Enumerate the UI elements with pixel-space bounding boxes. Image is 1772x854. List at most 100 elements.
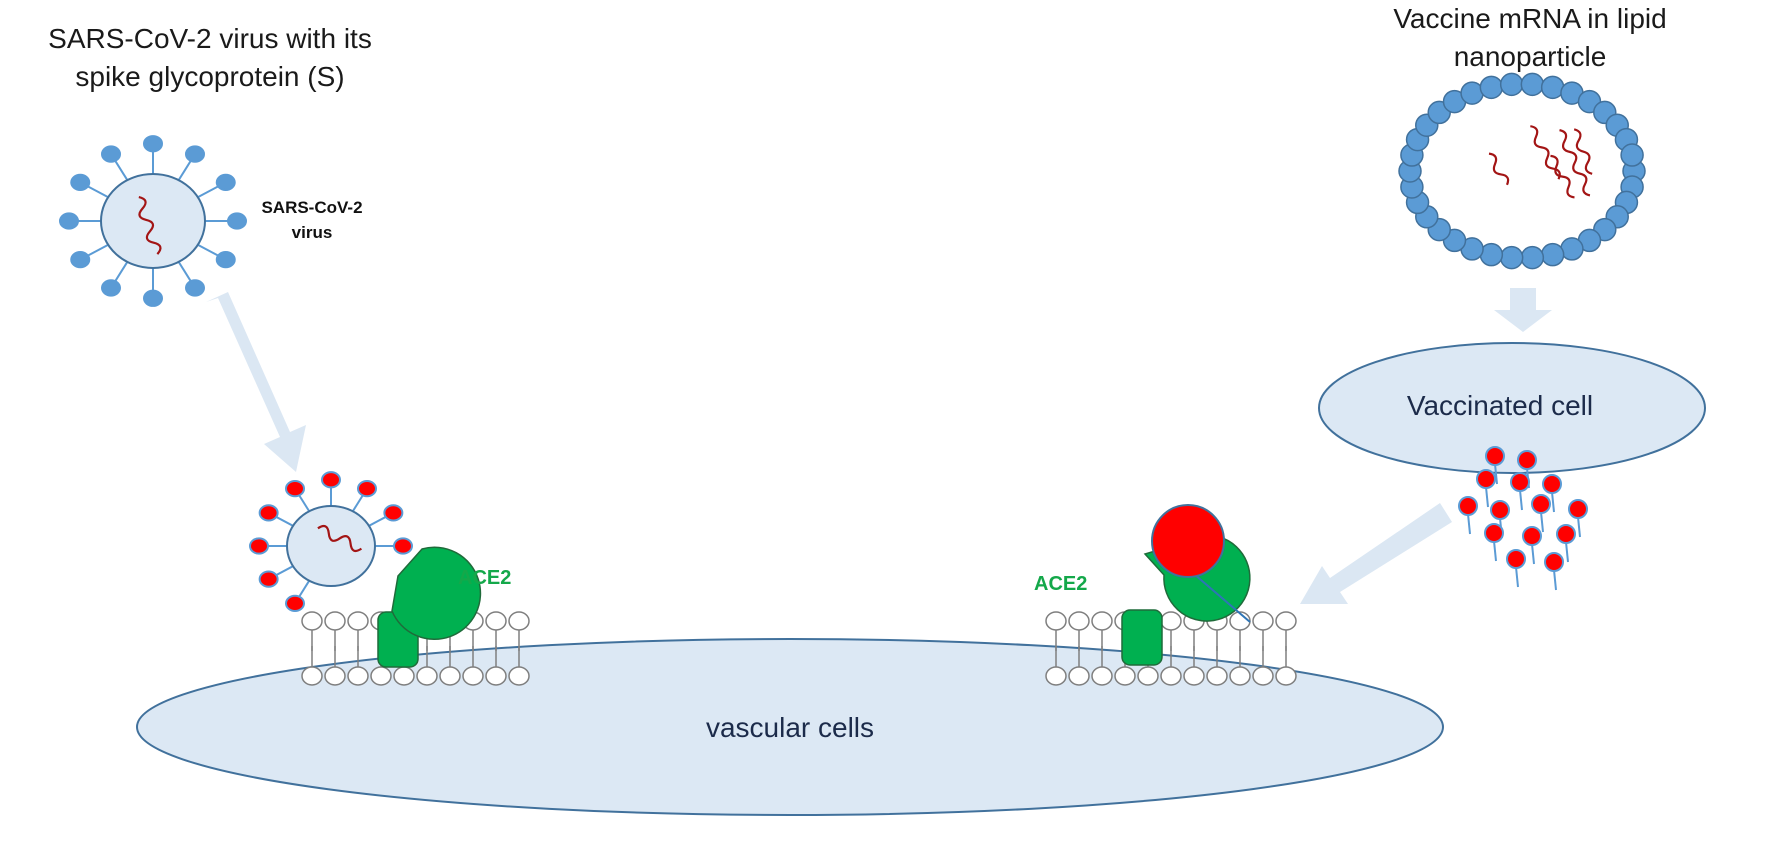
lipid-head	[1114, 666, 1136, 686]
lipid-bead	[1540, 242, 1565, 267]
spike-stalk	[1565, 541, 1569, 563]
ace2-label-right: ACE2	[1034, 573, 1088, 595]
lipid-head	[370, 666, 392, 686]
spike-head	[1517, 450, 1537, 470]
spike-stalk	[1467, 513, 1471, 535]
spike-head	[258, 570, 279, 588]
lipid-bead	[1520, 72, 1545, 97]
lipid-bead	[1499, 245, 1524, 270]
lipid-bead	[1479, 75, 1504, 100]
lipid-head	[1275, 666, 1297, 686]
spike-head	[1506, 549, 1526, 569]
lipid-head	[324, 611, 346, 631]
lipid-head	[1275, 611, 1297, 631]
spike-head	[357, 479, 377, 498]
spike-head	[285, 479, 305, 498]
virus-label-line2: virus	[291, 223, 333, 242]
vaccinated-cell-label: Vaccinated cell	[1406, 390, 1594, 421]
lipid-head	[301, 611, 323, 631]
lipid-head	[508, 666, 530, 686]
viral-rna	[138, 196, 162, 255]
lipid-head	[301, 666, 323, 686]
lipid-head	[508, 611, 530, 631]
vascular-cells-label: vascular cells	[705, 712, 875, 743]
spike-head	[101, 145, 121, 163]
spike-head	[185, 145, 205, 163]
lipid-head	[1160, 611, 1182, 631]
spike-head	[1568, 499, 1588, 519]
ace2-label-left: ACE2	[458, 567, 512, 589]
arrows	[206, 288, 1552, 604]
vaccine-title-line2: nanoparticle	[1453, 41, 1607, 72]
lipid-head	[1183, 666, 1205, 686]
virus-icon-bound	[249, 471, 413, 613]
lipid-head	[485, 666, 507, 686]
lipid-head	[439, 666, 461, 686]
spike-stalk	[1577, 516, 1581, 538]
spike-head	[1556, 524, 1576, 544]
virus-icon	[59, 135, 247, 307]
lipid-head	[1045, 611, 1067, 631]
spike-head	[383, 504, 404, 522]
arrow-nanoparticle-to-vaccinated-cell	[1494, 288, 1552, 332]
spike-head	[1458, 496, 1478, 516]
lipid-bead	[1520, 245, 1545, 270]
spike-head	[1484, 523, 1504, 543]
vascular-cell	[136, 638, 1444, 816]
spike-head	[215, 250, 236, 269]
spike-stalk	[1515, 566, 1519, 588]
free-spike-proteins	[1458, 446, 1588, 591]
lipid-head	[347, 611, 369, 631]
spike-protein-icon	[1151, 504, 1251, 623]
spike-stalk	[1531, 543, 1535, 565]
lipid-head	[1160, 666, 1182, 686]
virus-label: SARS-CoV-2 virus	[242, 195, 382, 245]
lipid-head	[1045, 666, 1067, 686]
lipid-nanoparticle-icon	[1398, 72, 1646, 270]
spike-head	[70, 250, 91, 269]
spike-head-large	[1151, 504, 1225, 578]
spike-head	[1490, 500, 1510, 520]
virus-title-line1: SARS-CoV-2 virus with its	[48, 23, 372, 54]
spike-head	[1522, 526, 1542, 546]
spike-head	[1476, 469, 1496, 489]
lipid-head	[1068, 666, 1090, 686]
spike-head	[143, 289, 163, 307]
virus-label-line1: SARS-CoV-2	[261, 198, 363, 217]
vaccinated-cell	[1318, 342, 1706, 474]
lipid-head	[1252, 611, 1274, 631]
spike-stalk	[1493, 540, 1497, 562]
spike-head	[1485, 446, 1505, 466]
spike-head	[1510, 472, 1530, 492]
lipid-head	[347, 666, 369, 686]
spike-head	[285, 594, 305, 613]
lipid-head	[324, 666, 346, 686]
spike-head	[59, 212, 79, 230]
ace2-stem	[1121, 609, 1163, 666]
lipid-head	[1206, 666, 1228, 686]
spike-head	[101, 279, 121, 297]
lipid-head	[1091, 611, 1113, 631]
spike-head	[1531, 494, 1551, 514]
spike-head	[215, 173, 236, 192]
spike-stalk	[1553, 569, 1557, 591]
viral-rna	[317, 524, 363, 553]
lipid-head	[393, 666, 415, 686]
lipid-bead	[1620, 143, 1644, 167]
virus-envelope	[286, 505, 376, 587]
virus-title-line2: spike glycoprotein (S)	[75, 61, 345, 92]
spike-head	[321, 471, 341, 489]
spike-head	[1542, 474, 1562, 494]
ace2-receptor-icon	[377, 546, 482, 668]
arrow-virus-to-cell	[206, 292, 306, 472]
spike-head	[393, 537, 413, 555]
lipid-head	[1229, 666, 1251, 686]
lipid-head	[1091, 666, 1113, 686]
virus-title: SARS-CoV-2 virus with its spike glycopro…	[0, 20, 420, 96]
lipid-head	[485, 611, 507, 631]
spike-head	[258, 504, 279, 522]
vaccine-title-line1: Vaccine mRNA in lipid	[1393, 3, 1667, 34]
ace2-head	[391, 546, 482, 641]
spike-stalk	[1519, 489, 1523, 511]
